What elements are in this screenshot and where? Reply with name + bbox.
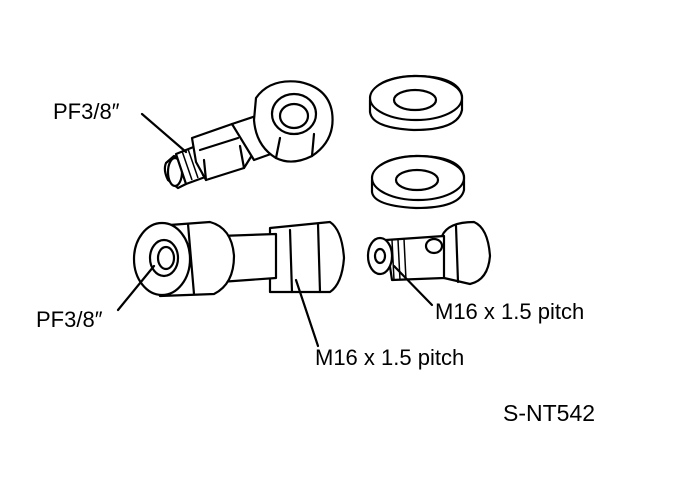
m16-thread-label-right: M16 x 1.5 pitch [435,299,585,324]
washer-icon [370,154,466,210]
pf-thread-label-bottom: PF3/8″ [36,307,103,332]
washer-icon [368,74,464,132]
figure-code: S-NT542 [503,400,596,426]
adapter-icon [132,220,346,298]
leader-lines [116,112,434,348]
banjo-fitting-icon [163,80,334,190]
pf-thread-label-top: PF3/8″ [53,99,120,124]
banjo-bolt-icon [366,220,492,286]
m16-thread-label-bottom: M16 x 1.5 pitch [315,345,465,370]
